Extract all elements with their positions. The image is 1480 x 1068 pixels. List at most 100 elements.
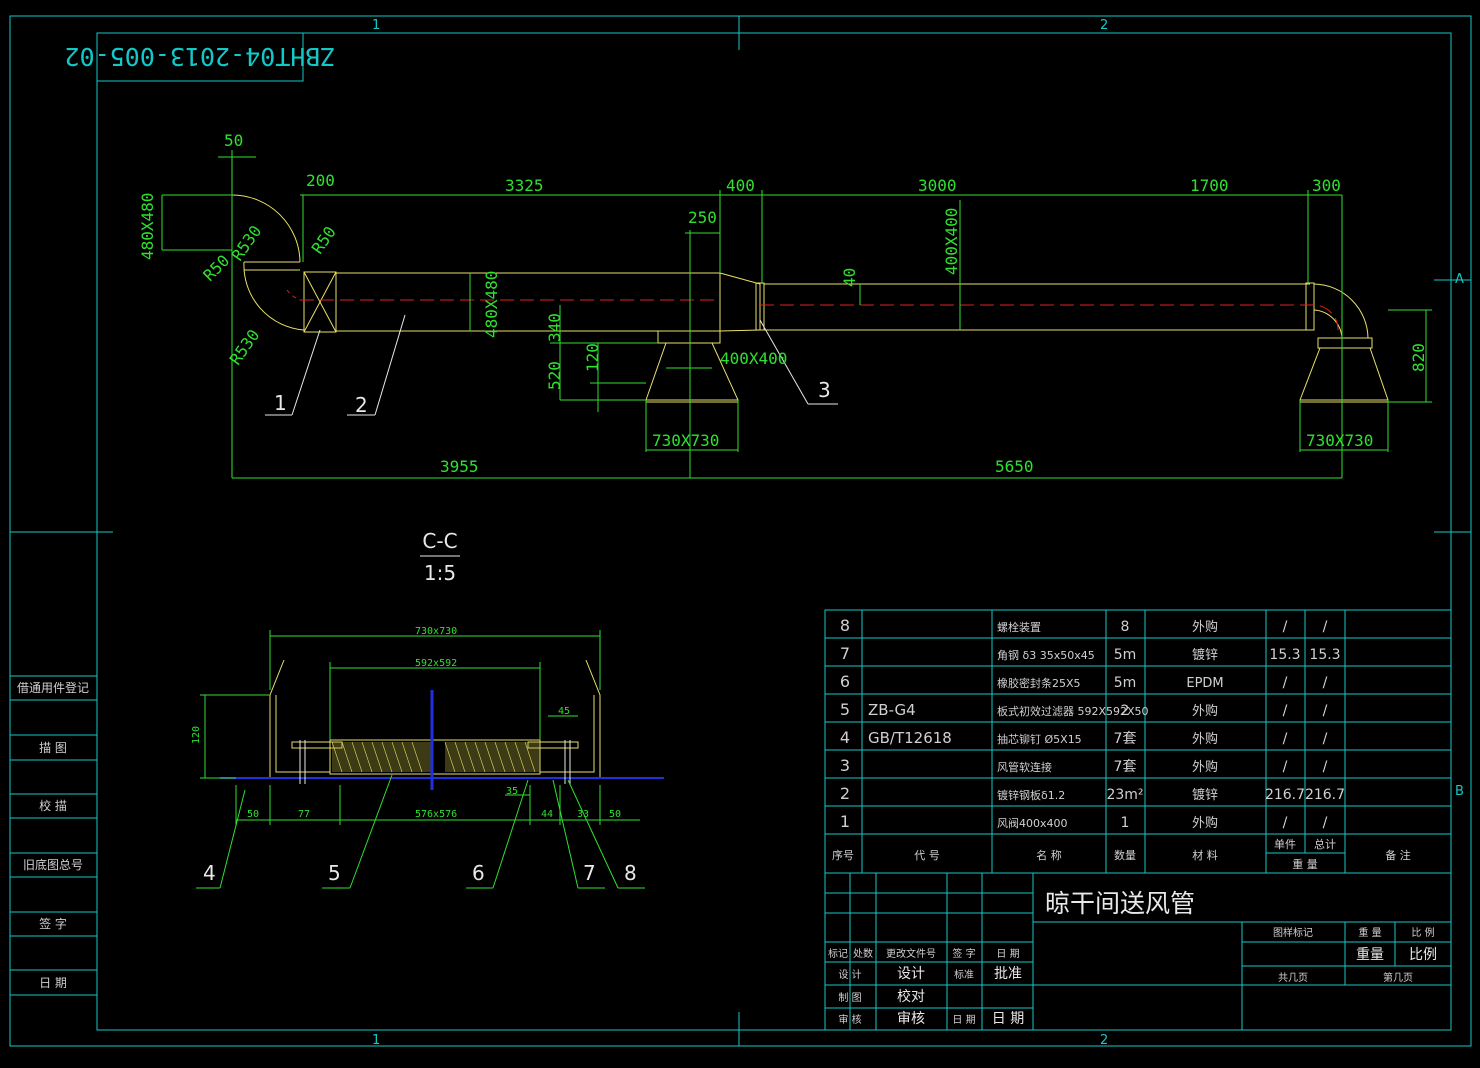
sec-dim-120: 120 bbox=[191, 726, 202, 744]
bom-cell-no: 6 bbox=[840, 672, 850, 691]
dim-r530-a: R530 bbox=[228, 222, 266, 264]
bom-cell-mat: EPDM bbox=[1186, 676, 1223, 691]
duct-elevation bbox=[161, 150, 1432, 479]
sec-dim-44: 44 bbox=[541, 809, 553, 820]
zone-top-2: 2 bbox=[1100, 18, 1108, 33]
side-label-2: 校 描 bbox=[39, 798, 67, 813]
bom-cell-name: 角钢 δ3 35x50x45 bbox=[997, 649, 1095, 662]
bom-header-unit: 单件 bbox=[1274, 838, 1296, 851]
sec-callout-6: 6 bbox=[472, 861, 485, 885]
dim-40: 40 bbox=[840, 268, 859, 287]
dim-480x480-mid: 480X480 bbox=[482, 271, 501, 338]
dim-5650: 5650 bbox=[995, 457, 1034, 476]
rev-h-4: 日 期 bbox=[996, 948, 1019, 960]
bom-cell-total: / bbox=[1323, 675, 1328, 691]
bom-cell-no: 5 bbox=[840, 700, 850, 719]
bom-cell-no: 2 bbox=[840, 784, 850, 803]
role-0-3: 批准 bbox=[994, 966, 1022, 982]
section-title: C-C bbox=[422, 529, 457, 553]
bom-cell-total: / bbox=[1323, 619, 1328, 635]
sec-dim-33: 33 bbox=[577, 809, 589, 820]
side-label-1: 描 图 bbox=[39, 741, 67, 755]
callout-3: 3 bbox=[818, 378, 831, 402]
right-h-1: 重 量 bbox=[1358, 926, 1381, 939]
bom-cell-no: 8 bbox=[840, 616, 850, 635]
bom-cell-unit: / bbox=[1283, 731, 1288, 747]
bom-cell-no: 3 bbox=[840, 756, 850, 775]
bom-cell-qty: 7套 bbox=[1114, 731, 1137, 747]
weight-label: 重量 bbox=[1356, 947, 1384, 963]
sec-dim-77: 77 bbox=[298, 809, 310, 820]
scale-label: 比例 bbox=[1409, 947, 1437, 963]
bom-cell-qty: 23m² bbox=[1106, 787, 1143, 803]
bom-cell-mat: 外购 bbox=[1192, 731, 1218, 747]
right-h-2: 比 例 bbox=[1411, 926, 1434, 939]
sec-dim-592: 592x592 bbox=[415, 658, 457, 669]
bom-cell-mat: 镀锌 bbox=[1192, 647, 1218, 663]
sec-dim-730: 730x730 bbox=[415, 626, 457, 637]
callout-1: 1 bbox=[274, 391, 287, 415]
role-0-2: 标准 bbox=[954, 969, 974, 981]
dim-50: 50 bbox=[224, 131, 243, 150]
bom-cell-code: ZB-G4 bbox=[868, 701, 916, 719]
bom-cell-mat: 外购 bbox=[1192, 815, 1218, 831]
role-2-1: 审核 bbox=[897, 1011, 925, 1027]
dim-250: 250 bbox=[688, 208, 717, 227]
role-2-0: 审 核 bbox=[838, 1013, 861, 1026]
bom-cell-total: 15.3 bbox=[1309, 647, 1340, 663]
dim-400x400: 400X400 bbox=[720, 349, 787, 368]
side-label-0: 借通用件登记 bbox=[17, 680, 89, 695]
sec-dim-35: 35 bbox=[506, 786, 518, 797]
dim-300: 300 bbox=[1312, 176, 1341, 195]
dim-1700: 1700 bbox=[1190, 176, 1229, 195]
bom-table bbox=[824, 609, 1452, 874]
side-stamp-table bbox=[10, 675, 97, 996]
dim-120: 120 bbox=[583, 343, 602, 372]
rev-h-3: 签 字 bbox=[952, 947, 975, 960]
bom-cell-mat: 外购 bbox=[1192, 619, 1218, 635]
role-1-0: 制 图 bbox=[838, 991, 861, 1004]
bom-cell-qty: 7套 bbox=[1114, 759, 1137, 775]
drawing-title: 晾干间送风管 bbox=[1045, 889, 1195, 918]
sec-dim-576: 576x576 bbox=[415, 809, 457, 820]
right-h-0: 图样标记 bbox=[1273, 926, 1313, 939]
bom-cell-name: 风管软连接 bbox=[997, 760, 1052, 774]
bom-cell-mat: 镀锌 bbox=[1192, 787, 1218, 803]
dim-r50-b: R50 bbox=[308, 223, 340, 258]
bom-cell-total: / bbox=[1323, 703, 1328, 719]
sec-dim-50-b: 50 bbox=[609, 809, 621, 820]
zone-bottom-2: 2 bbox=[1100, 1033, 1108, 1048]
bom-cell-no: 7 bbox=[840, 644, 850, 663]
role-0-0: 设 计 bbox=[838, 968, 861, 981]
bom-cell-unit: / bbox=[1283, 619, 1288, 635]
bom-cell-mat: 外购 bbox=[1192, 759, 1218, 775]
dim-3955: 3955 bbox=[440, 457, 479, 476]
bom-cell-name: 螺栓装置 bbox=[997, 620, 1041, 634]
dim-730x730-a: 730X730 bbox=[652, 431, 719, 450]
side-label-5: 日 期 bbox=[39, 976, 67, 990]
bom-cell-mat: 外购 bbox=[1192, 703, 1218, 719]
sec-callout-4: 4 bbox=[203, 861, 216, 885]
dim-400x400-v: 400X400 bbox=[942, 208, 961, 275]
sec-callout-8: 8 bbox=[624, 861, 637, 885]
bom-header-name: 名 称 bbox=[1036, 848, 1062, 862]
bom-cell-unit: / bbox=[1283, 815, 1288, 831]
dim-3325: 3325 bbox=[505, 176, 544, 195]
role-2-2: 日 期 bbox=[952, 1014, 975, 1026]
section-scale: 1:5 bbox=[424, 561, 456, 585]
bom-cell-total: 216.7 bbox=[1305, 787, 1345, 803]
bom-header-qty: 数量 bbox=[1114, 849, 1136, 862]
sec-dim-50-a: 50 bbox=[247, 809, 259, 820]
bom-cell-qty: 2 bbox=[1121, 703, 1130, 719]
side-label-3: 旧底图总号 bbox=[23, 857, 83, 872]
rev-h-1: 处数 bbox=[853, 947, 873, 960]
bom-cell-no: 4 bbox=[840, 728, 850, 747]
bom-cell-total: / bbox=[1323, 759, 1328, 775]
bom-cell-total: / bbox=[1323, 731, 1328, 747]
bom-header-no: 序号 bbox=[832, 848, 854, 862]
bom-header-remark: 备 注 bbox=[1385, 848, 1411, 862]
bom-cell-unit: / bbox=[1283, 703, 1288, 719]
zone-top-1: 1 bbox=[372, 18, 380, 33]
bom-cell-name: 风阀400x400 bbox=[997, 816, 1068, 830]
sec-callout-7: 7 bbox=[583, 861, 596, 885]
